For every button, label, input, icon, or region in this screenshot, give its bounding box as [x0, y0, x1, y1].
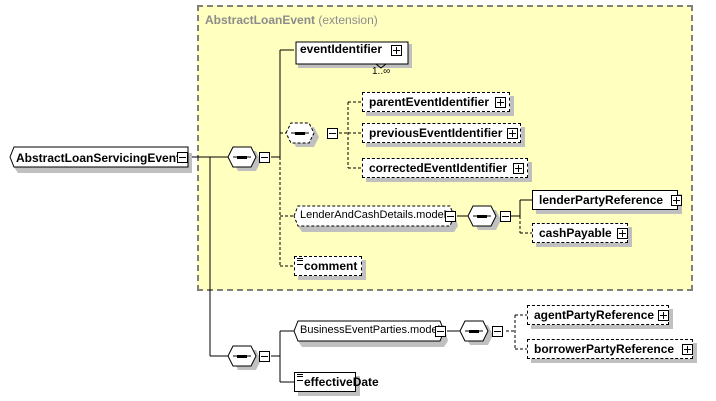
element-lender-party-reference[interactable]: lenderPartyReference	[532, 190, 678, 210]
multiplicity-label: 1..∞	[372, 66, 391, 77]
sequence-icon	[227, 146, 261, 171]
expand-icon[interactable]	[513, 163, 524, 174]
element-comment[interactable]: comment	[294, 256, 362, 276]
element-parent-event-identifier[interactable]: parentEventIdentifier	[362, 92, 510, 112]
collapse-icon[interactable]	[435, 326, 446, 337]
sequence-icon	[467, 205, 501, 230]
simple-content-icon	[297, 258, 303, 265]
collapse-icon[interactable]	[500, 211, 511, 222]
simple-content-icon	[297, 374, 303, 381]
root-element[interactable]: AbstractLoanServicingEvent	[16, 151, 181, 165]
sequence-icon	[285, 122, 319, 147]
collapse-icon[interactable]	[492, 326, 503, 337]
collapse-icon[interactable]	[177, 152, 188, 163]
expand-icon[interactable]	[682, 344, 693, 355]
collapse-icon[interactable]	[445, 211, 456, 222]
element-borrower-party-reference[interactable]: borrowerPartyReference	[527, 339, 693, 359]
group-business-event-parties[interactable]: BusinessEventParties.model	[300, 324, 441, 336]
collapse-icon[interactable]	[259, 351, 270, 362]
sequence-icon	[227, 345, 261, 370]
expand-icon[interactable]	[671, 195, 682, 206]
element-effective-date[interactable]: effectiveDate	[294, 372, 379, 392]
group-lender-and-cash-details[interactable]: LenderAndCashDetails.model	[300, 209, 447, 221]
extension-title: AbstractLoanEvent (extension)	[205, 13, 378, 27]
element-corrected-event-identifier[interactable]: correctedEventIdentifier	[362, 158, 528, 178]
expand-icon[interactable]	[658, 310, 669, 321]
expand-icon[interactable]	[391, 45, 402, 56]
element-event-identifier[interactable]: eventIdentifier	[300, 42, 383, 56]
expand-icon[interactable]	[617, 228, 628, 239]
collapse-icon[interactable]	[259, 152, 270, 163]
element-previous-event-identifier[interactable]: previousEventIdentifier	[362, 123, 521, 143]
collapse-icon[interactable]	[327, 128, 338, 139]
element-cash-payable[interactable]: cashPayable	[532, 223, 628, 243]
sequence-icon	[459, 320, 493, 345]
expand-icon[interactable]	[507, 128, 518, 139]
element-agent-party-reference[interactable]: agentPartyReference	[527, 305, 669, 325]
expand-icon[interactable]	[495, 97, 506, 108]
